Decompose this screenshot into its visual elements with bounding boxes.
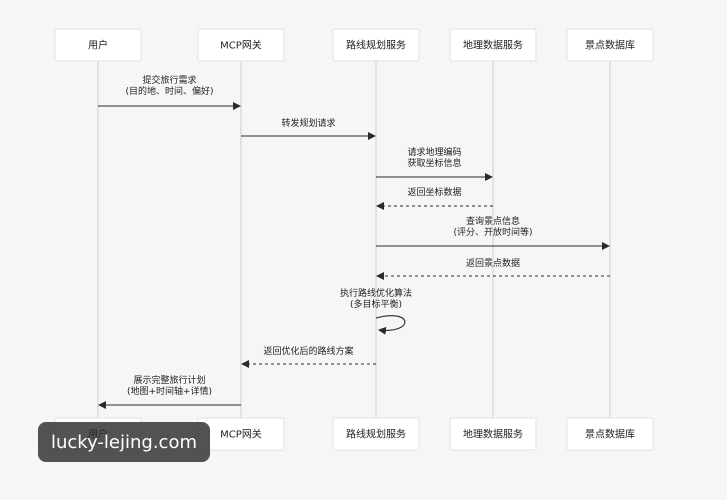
message-5: 返回景点数据 [376, 257, 610, 280]
message-0: 提交旅行需求(目的地、时间、偏好) [98, 74, 241, 110]
actor-label: 路线规划服务 [346, 428, 406, 441]
self-loop-arrow [375, 315, 406, 335]
actor-label: MCP网关 [220, 39, 262, 52]
message-label: (目的地、时间、偏好) [125, 85, 213, 97]
actor-box-top-4: 景点数据库 [566, 28, 654, 62]
watermark-badge: lucky-lejing.com [38, 422, 210, 462]
actor-label: MCP网关 [220, 428, 262, 441]
message-3: 返回坐标数据 [376, 186, 493, 210]
message-1: 转发规划请求 [241, 117, 376, 140]
message-label: 转发规划请求 [281, 117, 335, 129]
actor-label: 用户 [88, 39, 108, 52]
message-7: 返回优化后的路线方案 [241, 345, 376, 368]
actor-label: 地理数据服务 [463, 428, 523, 441]
message-label: (地图+时间轴+详情) [127, 385, 212, 397]
actor-label: 路线规划服务 [346, 39, 406, 52]
message-label: 返回景点数据 [466, 257, 520, 269]
message-label: 获取坐标信息 [407, 157, 461, 169]
actor-box-top-1: MCP网关 [197, 28, 285, 62]
actor-box-top-3: 地理数据服务 [449, 28, 537, 62]
actor-rect [197, 28, 285, 62]
actor-rect [332, 417, 420, 451]
message-8: 展示完整旅行计划(地图+时间轴+详情) [98, 374, 241, 409]
actor-box-bottom-3: 地理数据服务 [449, 417, 537, 451]
actor-rect [54, 28, 142, 62]
message-4: 查询景点信息(评分、开放时间等) [376, 215, 610, 250]
message-label: (评分、开放时间等) [453, 226, 532, 238]
actor-rect [566, 417, 654, 451]
message-label: 查询景点信息 [466, 215, 520, 227]
actor-rect [449, 417, 537, 451]
message-6: 执行路线优化算法(多目标平衡) [340, 287, 412, 335]
actor-rect [449, 28, 537, 62]
message-label: 展示完整旅行计划 [133, 374, 205, 386]
actor-box-top-0: 用户 [54, 28, 142, 62]
actor-box-bottom-4: 景点数据库 [566, 417, 654, 451]
actor-box-bottom-1: MCP网关 [197, 417, 285, 451]
message-label: 请求地理编码 [407, 146, 461, 158]
message-label: (多目标平衡) [350, 298, 402, 310]
actor-label: 景点数据库 [585, 428, 635, 441]
message-label: 执行路线优化算法 [340, 287, 412, 299]
actor-rect [332, 28, 420, 62]
actor-box-top-2: 路线规划服务 [332, 28, 420, 62]
actor-label: 景点数据库 [585, 39, 635, 52]
message-label: 返回坐标数据 [407, 186, 461, 198]
actor-label: 地理数据服务 [463, 39, 523, 52]
actor-box-bottom-2: 路线规划服务 [332, 417, 420, 451]
message-label: 提交旅行需求 [142, 74, 196, 86]
message-label: 返回优化后的路线方案 [263, 345, 353, 357]
actor-rect [566, 28, 654, 62]
